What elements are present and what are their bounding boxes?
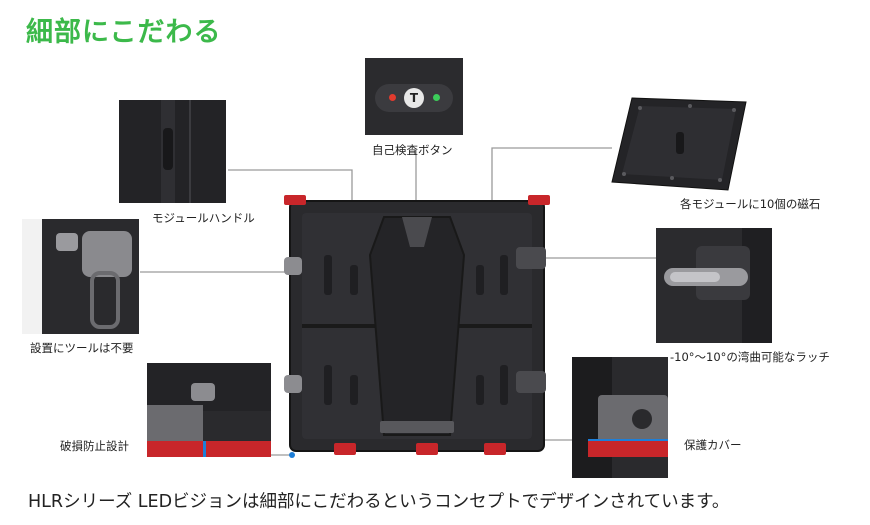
status-led-green-icon (433, 94, 440, 101)
tool-free-latch-image (22, 219, 139, 334)
label-protective-cover: 保護カバー (684, 438, 742, 452)
label-self-check-button: 自己検査ボタン (372, 143, 453, 157)
page-title: 細部にこだわる (26, 17, 222, 48)
label-damage-prevention: 破損防止設計 (60, 439, 129, 453)
curved-latch-image (656, 228, 772, 343)
label-magnets: 各モジュールに10個の磁石 (680, 197, 821, 211)
self-check-panel-image: T (365, 58, 463, 135)
test-button-letter: T (409, 91, 419, 105)
module-handle-image (119, 100, 226, 203)
test-button-icon: T (404, 88, 424, 108)
callout-dot (289, 452, 295, 458)
label-curved-latch: -10°～10°の湾曲可能なラッチ (670, 350, 830, 364)
status-led-red-icon (389, 94, 396, 101)
bottom-caption: HLRシリーズ LEDビジョンは細部にこだわるというコンセプトでデザインされてい… (28, 492, 730, 512)
damage-prevention-image (147, 363, 271, 457)
label-no-tool-install: 設置にツールは不要 (30, 341, 134, 355)
led-cabinet-rear-image (284, 195, 550, 457)
label-module-handle: モジュールハンドル (152, 211, 255, 225)
protective-cover-image (572, 357, 668, 478)
magnet-panel-image (610, 96, 750, 192)
